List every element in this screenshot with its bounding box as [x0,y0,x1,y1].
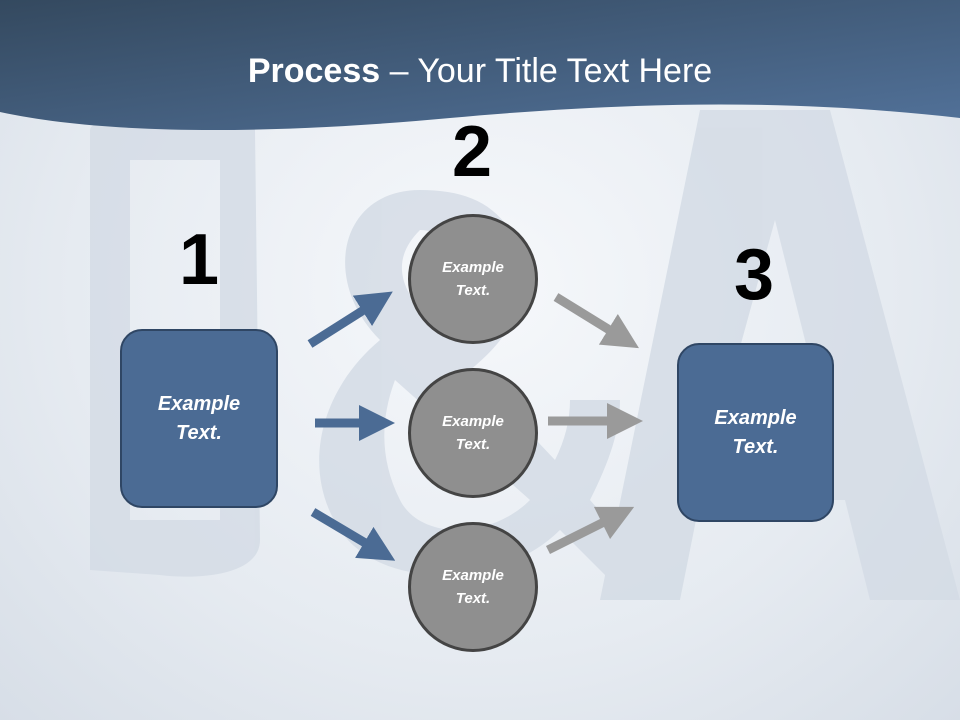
step-3-box: Example Text. [677,343,834,522]
arrow-2c-to-3 [545,506,635,555]
arrow-2a-to-3 [553,293,639,349]
step-2-circle-middle: Example Text. [408,368,538,498]
arrow-1-to-2a [307,291,393,348]
arrow-1-to-2c [310,508,396,561]
step-1-box: Example Text. [120,329,278,508]
slide-title: Process – Your Title Text Here [0,52,960,91]
step-number-1: 1 [178,220,220,300]
background-ampersand-shape [319,190,660,580]
step-number-2: 2 [451,112,493,192]
title-bold: Process [247,52,381,90]
header-wave [0,0,960,130]
step-2-circle-top: Example Text. [408,214,538,344]
step-2-circle-bottom: Example Text. [408,522,538,652]
title-rest: – Your Title Text Here [380,52,713,90]
step-number-3: 3 [733,235,775,315]
